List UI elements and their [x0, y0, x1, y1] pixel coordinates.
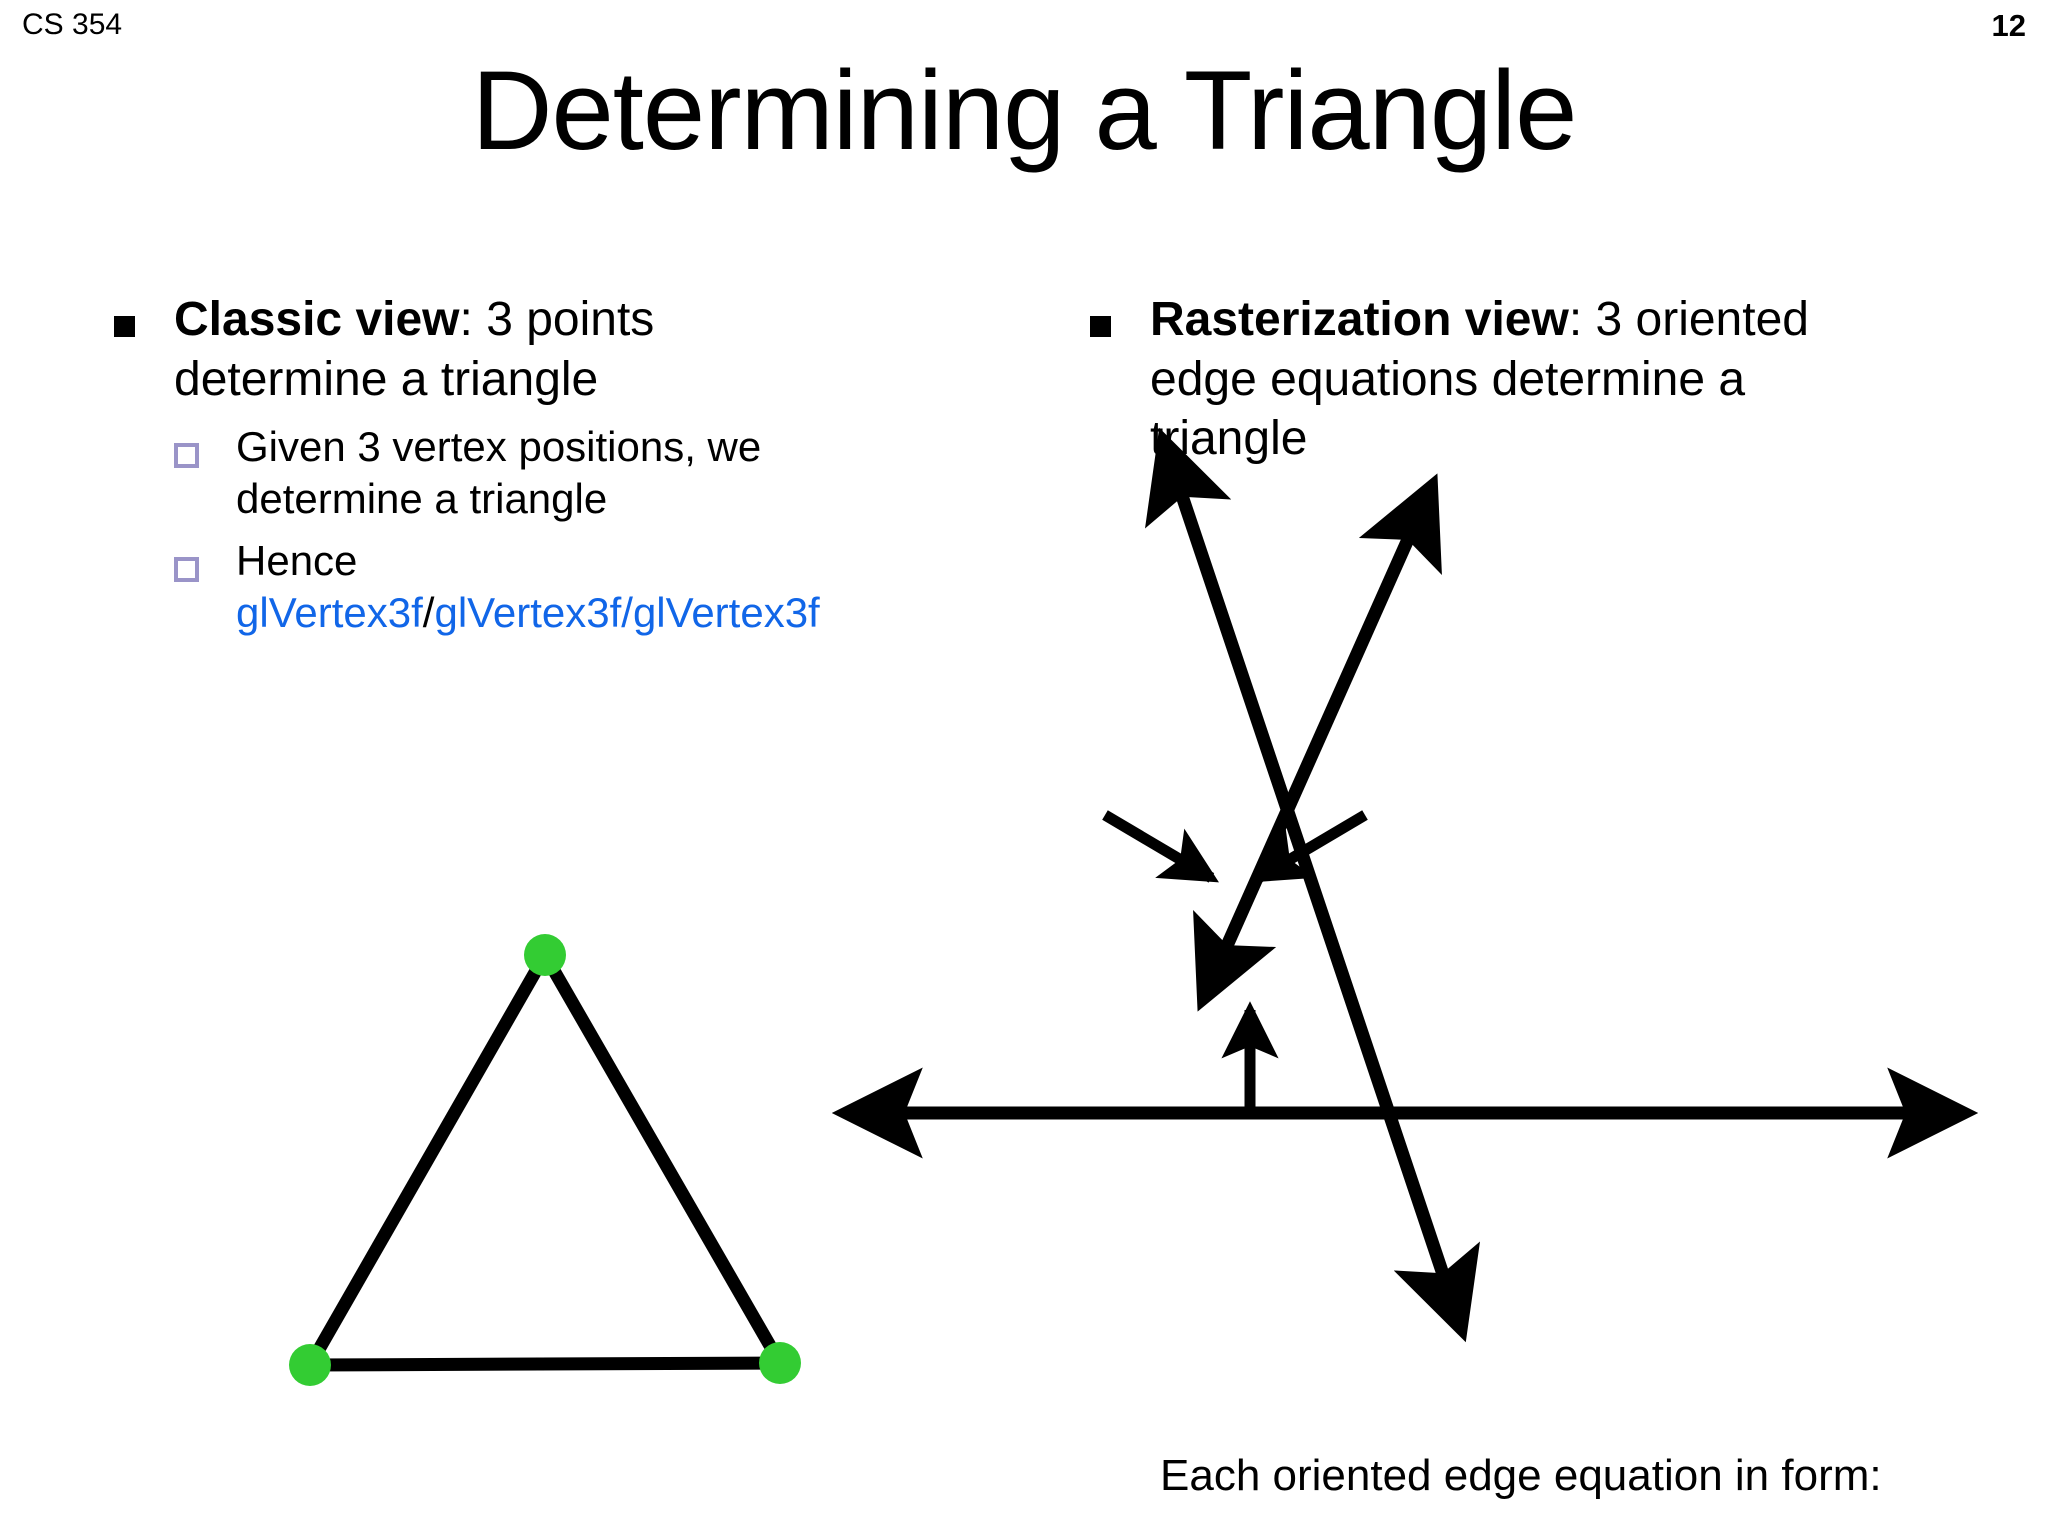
- page-number-label: 12: [1991, 8, 2026, 43]
- oriented-edge-lines: [831, 427, 1979, 1343]
- sub-bullet-given-vertices-text: Given 3 vertex positions, we determine a…: [236, 423, 762, 523]
- bullet-rasterization-view-lead: Rasterization view: [1150, 293, 1569, 346]
- sub-bullet-hence-glvertex-text: Hence glVertex3f/glVertex3f/glVertex3f: [236, 535, 820, 639]
- vertex-point-apex: [524, 934, 566, 976]
- glvertex-code-2: glVertex3f: [434, 589, 622, 637]
- glvertex-code-3: glVertex3f: [632, 589, 820, 637]
- edge-normal-arrow-left: [1102, 810, 1219, 883]
- bullet-classic-view-rest: : 3 points determine a triangle: [174, 293, 655, 406]
- rasterization-edge-svg: [831, 427, 1979, 1343]
- left-column: Classic view: 3 points determine a trian…: [96, 290, 820, 649]
- bullet-classic-view-lead: Classic view: [174, 293, 460, 346]
- edge-normal-arrow-right: [1251, 810, 1368, 883]
- glvertex-code-1: glVertex3f: [236, 589, 423, 637]
- vertex-point-bottom-left: [289, 1344, 331, 1386]
- hollow-square-bullet-icon: [174, 557, 199, 583]
- glvertex-separator-1: /: [422, 589, 435, 637]
- hollow-square-bullet-icon: [174, 443, 199, 469]
- page-title: Determining a Triangle: [471, 48, 1578, 173]
- sub-bullet-given-vertices: Given 3 vertex positions, we determine a…: [158, 421, 796, 525]
- triangle-vertex-dots: [289, 934, 801, 1386]
- left-sub-bullet-list: Given 3 vertex positions, we determine a…: [96, 421, 820, 639]
- oriented-edge-line-right: [1144, 427, 1481, 1343]
- filled-square-bullet-icon: [114, 316, 135, 337]
- edge-equation-caption: Each oriented edge equation in form: A*x…: [1160, 1338, 1882, 1536]
- bullet-classic-view: Classic view: 3 points determine a trian…: [96, 290, 796, 409]
- triangle-edges: [304, 951, 786, 1372]
- hence-prefix: Hence: [236, 537, 358, 585]
- bullet-classic-view-text: Classic view: 3 points determine a trian…: [174, 290, 796, 409]
- sub-bullet-hence-glvertex: Hence glVertex3f/glVertex3f/glVertex3f: [158, 535, 820, 639]
- edge-normal-arrows: [1102, 810, 1368, 1113]
- vertex-point-bottom-right: [759, 1342, 801, 1384]
- classic-triangle-diagram: [200, 880, 900, 1445]
- triangle-edge-bottom: [309, 1356, 781, 1372]
- glvertex-separator-2: /: [621, 589, 633, 637]
- classic-triangle-svg: [289, 934, 801, 1386]
- triangle-edge-left: [304, 951, 551, 1369]
- triangle-edge-right: [539, 951, 786, 1367]
- rasterization-edge-diagram: [820, 420, 2000, 1385]
- course-code-label: CS 354: [22, 8, 123, 41]
- edge-equation-caption-line-1: Each oriented edge equation in form:: [1160, 1451, 1882, 1500]
- filled-square-bullet-icon: [1090, 316, 1111, 337]
